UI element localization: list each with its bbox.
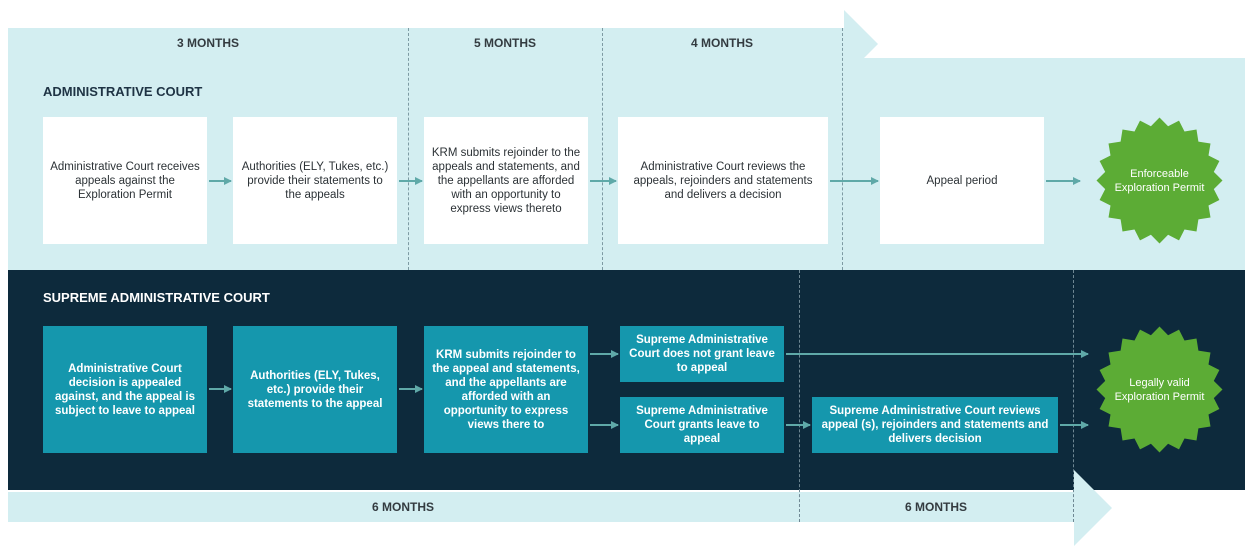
admin-step-krm-rejoinder: KRM submits rejoinder to the appeals and… (424, 117, 588, 244)
seal-badge-icon (1096, 117, 1223, 244)
timeline-bottom-phase-2: 6 MONTHS (904, 500, 967, 514)
enforceable-permit-outcome: Enforceable Exploration Permit (1114, 168, 1205, 194)
seal-badge-icon (1096, 326, 1223, 453)
phase-divider (408, 28, 409, 270)
supreme-step-authority-statements: Authorities (ELY, Tukes, etc.) provide t… (233, 326, 397, 453)
timeline-top-phase-3: 4 MONTHS (690, 36, 753, 50)
administrative-court-title: ADMINISTRATIVE COURT (43, 84, 203, 99)
admin-step-appeal-period: Appeal period (880, 117, 1044, 244)
supreme-leave-granted: Supreme Administrative Court grants leav… (620, 397, 784, 453)
admin-step-court-decision: Administrative Court reviews the appeals… (618, 117, 828, 244)
supreme-court-title: SUPREME ADMINISTRATIVE COURT (43, 290, 270, 305)
phase-divider (602, 28, 603, 270)
legally-valid-permit-outcome: Legally valid Exploration Permit (1114, 377, 1205, 403)
phase-divider (1073, 270, 1074, 522)
supreme-step-decision-appealed: Administrative Court decision is appeale… (43, 326, 207, 453)
top-timeline: 3 MONTHS 5 MONTHS 4 MONTHS (8, 28, 844, 58)
phase-divider (799, 270, 800, 522)
bottom-timeline: 6 MONTHS 6 MONTHS (8, 492, 1074, 522)
timeline-top-phase-1: 3 MONTHS (176, 36, 239, 50)
admin-step-authority-statements: Authorities (ELY, Tukes, etc.) provide t… (233, 117, 397, 244)
timeline-top-phase-2: 5 MONTHS (473, 36, 536, 50)
supreme-leave-denied: Supreme Administrative Court does not gr… (620, 326, 784, 382)
phase-divider (842, 28, 843, 270)
admin-step-receive-appeals: Administrative Court receives appeals ag… (43, 117, 207, 244)
timeline-bottom-phase-1: 6 MONTHS (371, 500, 434, 514)
bottom-timeline-arrowhead (1074, 470, 1112, 546)
supreme-step-krm-rejoinder: KRM submits rejoinder to the appeal and … (424, 326, 588, 453)
supreme-review-decision: Supreme Administrative Court reviews app… (812, 397, 1058, 453)
